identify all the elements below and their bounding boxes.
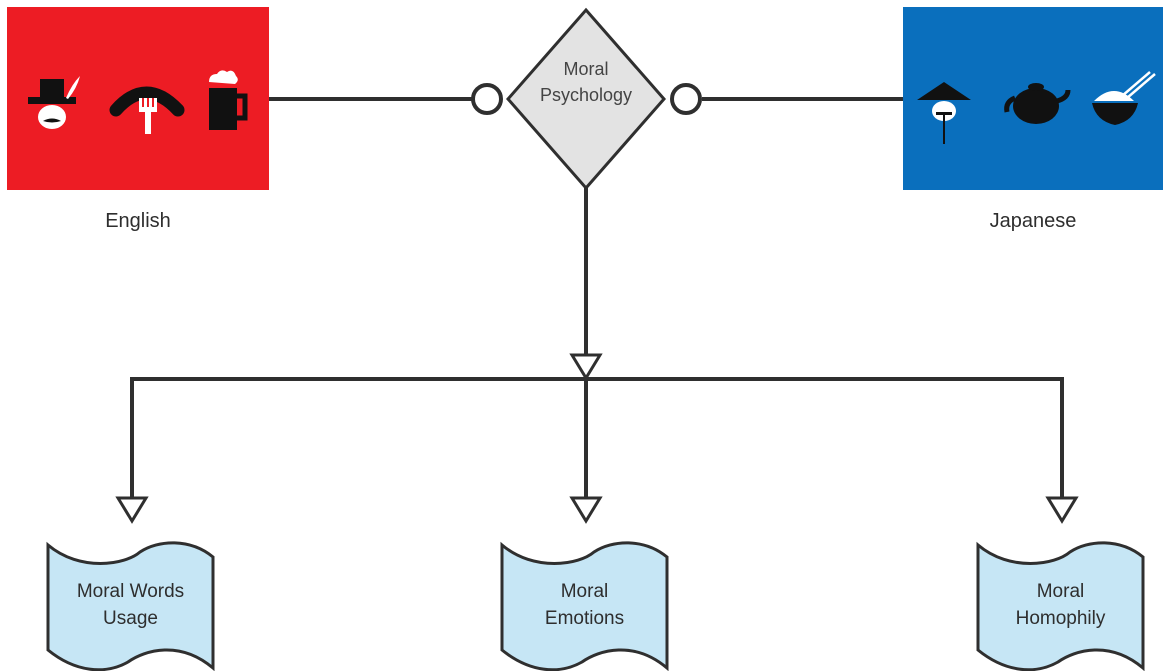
doc-moral-words-usage — [46, 541, 215, 671]
top-hat-face-icon — [28, 76, 80, 129]
branch-left-arrow — [115, 496, 149, 524]
outcome-label-emotions: Moral Emotions — [502, 578, 667, 632]
doc-moral-homophily — [976, 541, 1145, 671]
teapot-icon — [1004, 83, 1071, 124]
conical-hat-face-icon — [917, 82, 971, 144]
outcome-label-homophily: Moral Homophily — [978, 578, 1143, 632]
outcome-1-line1: Moral Words — [76, 581, 185, 602]
english-label: English — [105, 210, 171, 232]
branch-right-arrow — [1045, 496, 1079, 524]
japanese-label: Japanese — [989, 210, 1077, 232]
outcome-1-line2: Usage — [103, 608, 158, 629]
left-connector-circle — [471, 83, 503, 115]
center-label-line2: Psychology — [539, 85, 633, 105]
rice-bowl-chopsticks-icon — [1092, 71, 1156, 125]
branch-middle-arrow — [569, 496, 603, 524]
center-label-line1: Moral — [563, 59, 609, 79]
right-connector-circle — [670, 83, 702, 115]
doc-moral-emotions — [500, 541, 669, 671]
center-label: Moral Psychology — [526, 56, 646, 108]
outcome-3-line1: Moral — [1036, 581, 1085, 602]
outcome-2-line1: Moral — [560, 581, 609, 602]
outcome-3-line2: Homophily — [1015, 608, 1106, 629]
trunk-arrow — [569, 353, 603, 381]
sausage-fork-icon — [109, 86, 185, 134]
outcome-label-words-usage: Moral Words Usage — [48, 578, 213, 632]
beer-mug-icon — [209, 70, 248, 130]
outcome-2-line2: Emotions — [544, 608, 625, 629]
